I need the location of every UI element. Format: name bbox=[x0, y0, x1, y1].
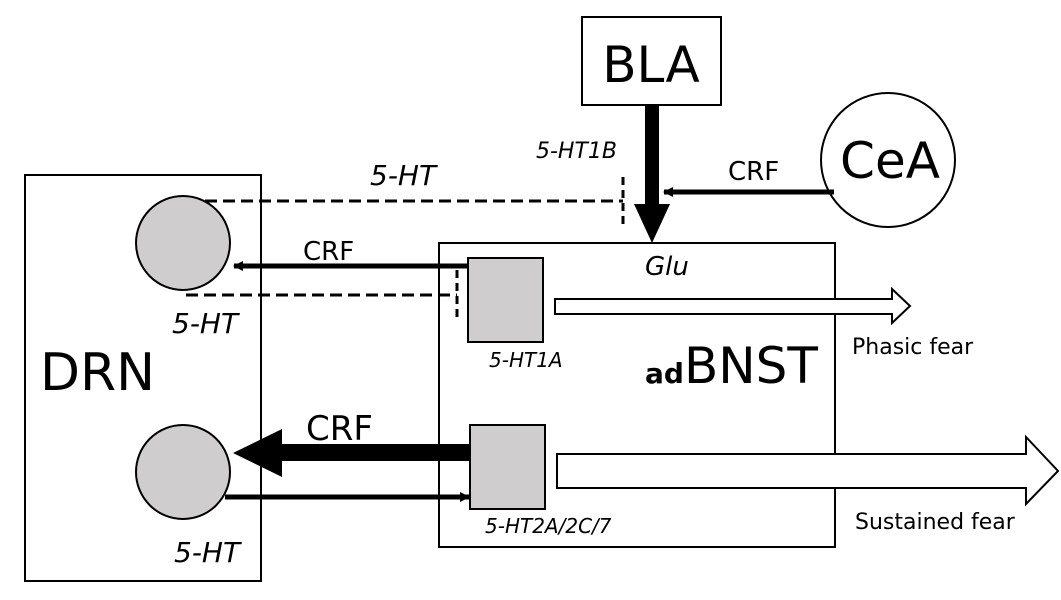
drn-neuron-lower bbox=[135, 424, 231, 520]
crf-lower-label: CRF bbox=[306, 409, 373, 449]
bla-box bbox=[581, 16, 722, 106]
sustained-fear-arrow bbox=[556, 434, 1060, 507]
cea-circle bbox=[820, 92, 956, 228]
bnst-label: adBNST bbox=[645, 337, 818, 395]
bnst-box bbox=[438, 242, 836, 548]
crf-lower-arrowhead bbox=[233, 429, 282, 477]
phasic-fear-label: Phasic fear bbox=[852, 335, 974, 360]
sustained-fear-label: Sustained fear bbox=[855, 510, 1016, 535]
ht-upper-label: 5-HT bbox=[172, 307, 240, 340]
bnst-name: BNST bbox=[684, 337, 818, 395]
drn-neuron-upper bbox=[135, 195, 231, 291]
ht-top-label: 5-HT bbox=[370, 159, 438, 192]
crf-cea-label: CRF bbox=[728, 157, 779, 187]
drn-label: DRN bbox=[40, 343, 155, 403]
cea-label: CeA bbox=[840, 132, 940, 190]
bla-label: BLA bbox=[602, 36, 700, 94]
ht1b-label: 5-HT1B bbox=[536, 139, 617, 164]
bla-glu-arrowhead bbox=[634, 204, 670, 243]
ht-lower-label: 5-HT bbox=[174, 536, 242, 569]
crf-lower-arrow-shaft bbox=[280, 444, 470, 461]
bnst-prefix: ad bbox=[645, 357, 684, 390]
ht2a-label: 5-HT2A/2C/7 bbox=[485, 514, 612, 538]
crf-upper-label: CRF bbox=[303, 237, 354, 267]
drn-box bbox=[24, 174, 262, 582]
glu-label: Glu bbox=[645, 252, 689, 282]
ht1a-label: 5-HT1A bbox=[489, 348, 563, 372]
bnst-neuron-upper bbox=[467, 257, 544, 343]
bnst-neuron-lower bbox=[469, 424, 546, 510]
bla-glu-arrow-shaft bbox=[645, 106, 659, 206]
phasic-fear-arrow bbox=[554, 286, 912, 326]
